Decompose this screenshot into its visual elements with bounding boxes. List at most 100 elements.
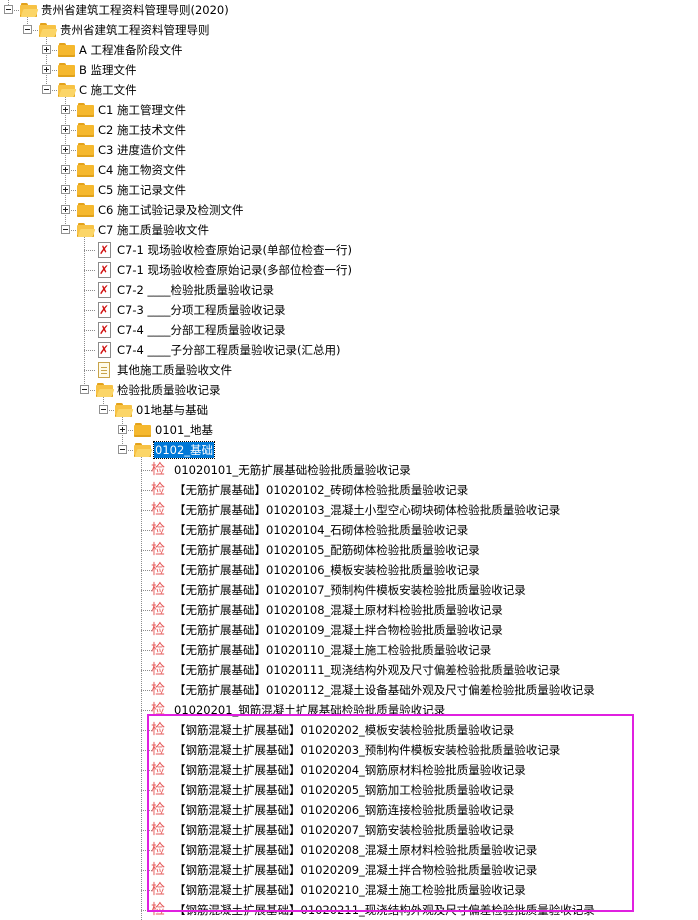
excel-file-icon: ✗: [98, 342, 111, 358]
expand-icon[interactable]: [42, 45, 51, 54]
tree-item-label: C7 施工质量验收文件: [98, 223, 210, 237]
tree-row[interactable]: 检【钢筋混凝土扩展基础】01020205_钢筋加工检验批质量验收记录: [0, 780, 698, 800]
inspection-record-icon: 检: [151, 862, 165, 878]
tree-row[interactable]: B 监理文件: [0, 60, 698, 80]
tree-item-label: 【钢筋混凝土扩展基础】01020206_钢筋连接检验批质量验收记录: [174, 803, 515, 817]
expand-icon[interactable]: [61, 185, 70, 194]
tree-row[interactable]: 检【无筋扩展基础】01020110_混凝土施工检验批质量验收记录: [0, 640, 698, 660]
inspection-record-icon: 检: [151, 622, 165, 638]
tree-row[interactable]: C 施工文件: [0, 80, 698, 100]
tree-item-label: C1 施工管理文件: [98, 103, 187, 117]
tree-item-label: 【钢筋混凝土扩展基础】01020202_模板安装检验批质量验收记录: [174, 723, 515, 737]
tree-row[interactable]: ✗ C7-3 ____分项工程质量验收记录: [0, 300, 698, 320]
tree-connector: [46, 90, 57, 91]
tree-row[interactable]: 检【钢筋混凝土扩展基础】01020209_混凝土拌合物检验批质量验收记录: [0, 860, 698, 880]
tree-row[interactable]: 检【钢筋混凝土扩展基础】01020208_混凝土原材料检验批质量验收记录: [0, 840, 698, 860]
tree-row[interactable]: 检【无筋扩展基础】01020107_预制构件模板安装检验批质量验收记录: [0, 580, 698, 600]
tree-item-label: C7-1 现场验收检查原始记录(单部位检查一行): [117, 243, 352, 257]
tree-row[interactable]: 检【钢筋混凝土扩展基础】01020210_混凝土施工检验批质量验收记录: [0, 880, 698, 900]
tree-row[interactable]: C1 施工管理文件: [0, 100, 698, 120]
tree-guide-line: [27, 15, 28, 30]
tree-connector: [65, 170, 76, 171]
tree-connector: [65, 150, 76, 151]
expand-icon[interactable]: [61, 125, 70, 134]
collapse-icon[interactable]: [118, 445, 127, 454]
tree-row[interactable]: C4 施工物资文件: [0, 160, 698, 180]
tree-row[interactable]: 检【无筋扩展基础】01020102_砖砌体检验批质量验收记录: [0, 480, 698, 500]
expand-icon[interactable]: [118, 425, 127, 434]
tree-item-label: C7-3 ____分项工程质量验收记录: [117, 303, 286, 317]
tree-connector: [141, 850, 152, 851]
tree-row[interactable]: 检【无筋扩展基础】01020103_混凝土小型空心砌块砌体检验批质量验收记录: [0, 500, 698, 520]
tree-row[interactable]: 检【无筋扩展基础】01020111_现浇结构外观及尺寸偏差检验批质量验收记录: [0, 660, 698, 680]
tree-connector: [141, 690, 152, 691]
tree-connector: [141, 610, 152, 611]
tree-row[interactable]: 检【钢筋混凝土扩展基础】01020204_钢筋原材料检验批质量验收记录: [0, 760, 698, 780]
tree-row[interactable]: 0101_地基: [0, 420, 698, 440]
tree-row[interactable]: ✗C7-1 现场验收检查原始记录(单部位检查一行): [0, 240, 698, 260]
expand-icon[interactable]: [61, 145, 70, 154]
tree-row[interactable]: ✗C7-4 ____分部工程质量验收记录: [0, 320, 698, 340]
collapse-icon[interactable]: [4, 5, 13, 14]
tree-row[interactable]: 检【无筋扩展基础】01020112_混凝土设备基础外观及尺寸偏差检验批质量验收记…: [0, 680, 698, 700]
inspection-record-icon: 检: [151, 522, 165, 538]
tree-row[interactable]: 0102_基础: [0, 440, 698, 460]
tree-row[interactable]: 检【无筋扩展基础】01020109_混凝土拌合物检验批质量验收记录: [0, 620, 698, 640]
tree-item-label: 【无筋扩展基础】01020110_混凝土施工检验批质量验收记录: [174, 643, 492, 657]
tree-row[interactable]: 检【钢筋混凝土扩展基础】01020207_钢筋安装检验批质量验收记录: [0, 820, 698, 840]
tree-connector: [84, 290, 95, 291]
inspection-record-icon: 检: [151, 842, 165, 858]
tree-row[interactable]: 检【钢筋混凝土扩展基础】01020202_模板安装检验批质量验收记录: [0, 720, 698, 740]
folder-icon: [77, 182, 94, 198]
folder-icon: [134, 422, 151, 438]
tree-row[interactable]: 贵州省建筑工程资料管理导则: [0, 20, 698, 40]
tree-row[interactable]: 贵州省建筑工程资料管理导则(2020): [0, 0, 698, 20]
tree-item-label: 【无筋扩展基础】01020102_砖砌体检验批质量验收记录: [174, 483, 469, 497]
inspection-record-icon: 检: [151, 542, 165, 558]
tree-row[interactable]: 检【无筋扩展基础】01020105_配筋砌体检验批质量验收记录: [0, 540, 698, 560]
tree-row[interactable]: 检【钢筋混凝土扩展基础】01020211_现浇结构外观及尺寸偏差检验批质量验收记…: [0, 900, 698, 920]
expand-icon[interactable]: [42, 65, 51, 74]
collapse-icon[interactable]: [61, 225, 70, 234]
tree-row[interactable]: 检验批质量验收记录: [0, 380, 698, 400]
tree-item-label: 【无筋扩展基础】01020105_配筋砌体检验批质量验收记录: [174, 543, 480, 557]
tree-row[interactable]: C7 施工质量验收文件: [0, 220, 698, 240]
tree-item-label: 贵州省建筑工程资料管理导则: [60, 23, 210, 37]
collapse-icon[interactable]: [23, 25, 32, 34]
tree-connector: [141, 750, 152, 751]
tree-connector: [84, 390, 95, 391]
tree-connector: [141, 790, 152, 791]
expand-icon[interactable]: [61, 165, 70, 174]
tree-row[interactable]: C3 进度造价文件: [0, 140, 698, 160]
folder-icon: [58, 62, 75, 78]
tree-row[interactable]: ✗C7-4 ____子分部工程质量验收记录(汇总用): [0, 340, 698, 360]
tree-connector: [141, 890, 152, 891]
tree-row[interactable]: C5 施工记录文件: [0, 180, 698, 200]
tree-row[interactable]: C2 施工技术文件: [0, 120, 698, 140]
tree-row[interactable]: 其他施工质量验收文件: [0, 360, 698, 380]
tree-row[interactable]: 检【无筋扩展基础】01020108_混凝土原材料检验批质量验收记录: [0, 600, 698, 620]
tree-row[interactable]: ✗C7-2 ____检验批质量验收记录: [0, 280, 698, 300]
excel-file-icon: ✗: [98, 302, 111, 318]
tree-connector: [141, 810, 152, 811]
tree-row[interactable]: 检【无筋扩展基础】01020104_石砌体检验批质量验收记录: [0, 520, 698, 540]
tree-row[interactable]: 检【钢筋混凝土扩展基础】01020203_预制构件模板安装检验批质量验收记录: [0, 740, 698, 760]
tree-row[interactable]: 01地基与基础: [0, 400, 698, 420]
expand-icon[interactable]: [61, 105, 70, 114]
tree-row[interactable]: 检【钢筋混凝土扩展基础】01020206_钢筋连接检验批质量验收记录: [0, 800, 698, 820]
tree-item-label: 【钢筋混凝土扩展基础】01020205_钢筋加工检验批质量验收记录: [174, 783, 515, 797]
tree-row[interactable]: A 工程准备阶段文件: [0, 40, 698, 60]
tree-row[interactable]: 检【无筋扩展基础】01020106_模板安装检验批质量验收记录: [0, 560, 698, 580]
tree-row[interactable]: C6 施工试验记录及检测文件: [0, 200, 698, 220]
collapse-icon[interactable]: [42, 85, 51, 94]
tree-row[interactable]: ✗C7-1 现场验收检查原始记录(多部位检查一行): [0, 260, 698, 280]
tree-item-label: 【无筋扩展基础】01020112_混凝土设备基础外观及尺寸偏差检验批质量验收记录: [174, 683, 595, 697]
expand-icon[interactable]: [61, 205, 70, 214]
collapse-icon[interactable]: [80, 385, 89, 394]
collapse-icon[interactable]: [99, 405, 108, 414]
inspection-record-icon: 检: [151, 722, 165, 738]
tree-connector: [65, 130, 76, 131]
